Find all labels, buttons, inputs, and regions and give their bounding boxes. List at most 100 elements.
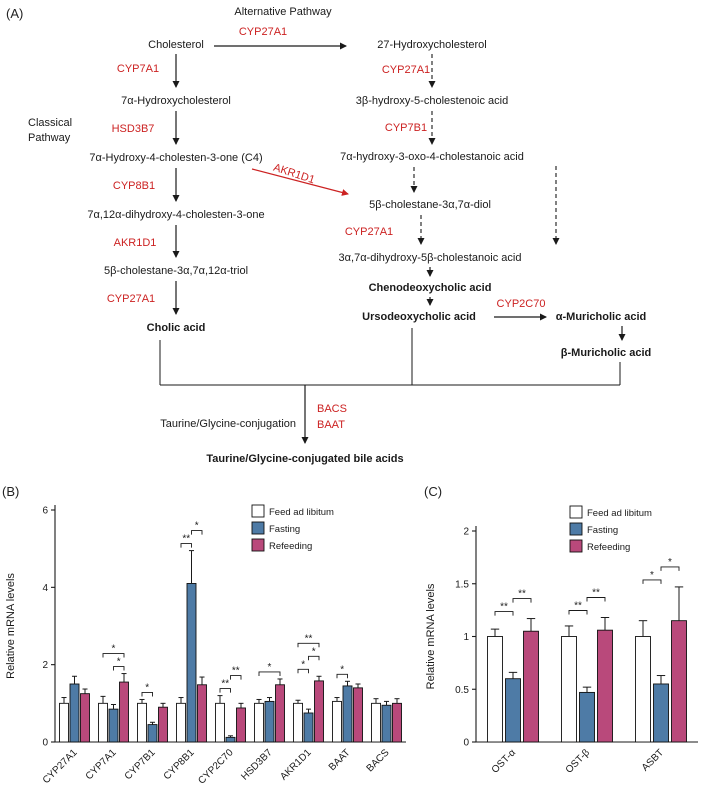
enzyme-cyp7b1: CYP7B1 [384,122,428,134]
significance-bracket [113,666,125,671]
bar-OST-β-Fasting [579,691,595,743]
significance-label: ** [500,602,508,613]
y-tick-label: 0.5 [455,685,469,696]
x-tick-label: CYP7B1 [123,747,158,782]
enzyme-baat: BAAT [317,419,345,431]
legend-swatch-Feed ad libitum [251,504,265,518]
enzyme-cyp2c70: CYP2C70 [496,298,546,310]
metabolite-cholic-acid: Cholic acid [146,322,206,334]
significance-bracket [512,598,532,603]
significance-label: * [312,646,316,657]
metabolite-beta-muricholic-acid: β-Muricholic acid [560,347,652,359]
legend-label-Feed ad libitum: Feed ad libitum [269,507,334,518]
significance-bracket [660,566,680,571]
x-tick-label: CYP8B1 [162,747,197,782]
significance-label: * [195,521,199,532]
panel-a-pathway-diagram: (A) Alternative Pathway Classical Pathwa… [6,6,652,465]
significance-label: * [117,657,121,668]
significance-bracket [336,673,348,679]
significance-label: ** [518,589,526,600]
significance-bracket [219,688,231,693]
significance-bracket [297,642,320,648]
metabolite-cholestane-diol: 5β-cholestane-3α,7α-diol [369,199,491,211]
bar-CYP2C70-Refeeding [236,707,246,743]
x-tick-label: OST-β [564,747,593,776]
metabolite-ursodeoxycholic-acid: Ursodeoxycholic acid [362,311,476,323]
enzyme-cyp27a1-mid: CYP27A1 [344,226,394,238]
y-tick-label: 1.5 [455,579,469,590]
enzyme-akr1d1-left: AKR1D1 [113,237,157,249]
bar-OST-α-Refeeding [523,630,539,743]
bar-CYP8B1-Refeeding [197,684,207,743]
legend-label-Refeeding: Refeeding [587,542,630,553]
significance-label: * [145,682,149,693]
bar-CYP7B1-Feed ad libitum [137,702,147,743]
y-tick-label: 0 [463,738,469,749]
significance-label: ** [305,633,313,644]
bar-CYP7B1-Refeeding [158,706,168,743]
bar-BACS-Feed ad libitum [371,702,381,743]
significance-bracket [230,675,242,680]
x-tick-label: BAAT [327,747,353,773]
significance-bracket [297,668,309,674]
metabolite-dihydroxy-cholestanoic-acid: 3α,7α-dihydroxy-5β-cholestanoic acid [338,252,522,264]
y-axis-title: Relative mRNA levels [425,583,437,689]
bar-CYP7A1-Feed ad libitum [98,702,108,743]
bar-CYP7A1-Refeeding [119,681,129,743]
significance-label: ** [232,666,240,677]
bar-CYP7A1-Fasting [108,708,119,743]
enzyme-cyp8b1: CYP8B1 [112,180,156,192]
legend-label-Feed ad libitum: Feed ad libitum [587,508,652,519]
legend-label-Fasting: Fasting [269,524,300,535]
significance-bracket [102,653,125,658]
y-tick-label: 2 [463,527,469,538]
significance-label: ** [221,679,229,690]
bar-BACS-Refeeding [392,702,402,743]
y-tick-label: 6 [42,506,48,517]
enzyme-cyp27a1-left: CYP27A1 [106,293,156,305]
legend-swatch-Refeeding [251,538,265,552]
significance-label: * [668,557,672,568]
bar-OST-β-Feed ad libitum [561,636,577,743]
bar-CYP8B1-Feed ad libitum [176,702,186,743]
metabolite-27-hydroxycholesterol: 27-Hydroxycholesterol [377,39,487,51]
metabolite-7a-hydroxycholesterol: 7α-Hydroxycholesterol [121,95,231,107]
bar-BACS-Fasting [381,704,392,743]
significance-bracket [141,692,153,697]
legend-swatch-Fasting [569,522,583,536]
significance-bracket [586,597,606,602]
y-tick-label: 2 [42,660,48,671]
metabolite-cholesterol: Cholesterol [148,39,204,51]
conjugation-label: Taurine/Glycine-conjugation [160,418,296,430]
legend-swatch-Refeeding [569,539,583,553]
legend-swatch-Fasting [251,521,265,535]
bar-OST-α-Fasting [505,678,521,743]
x-tick-label: CYP2C70 [196,747,236,787]
significance-label: * [268,662,272,673]
bar-AKR1D1-Fasting [303,712,314,743]
x-tick-label: BACS [365,747,392,774]
pathway-arrows-svg [159,42,626,444]
significance-label: * [340,664,344,675]
legend-swatch-Feed ad libitum [569,505,583,519]
bar-CYP27A1-Refeeding [80,693,90,743]
bar-CYP27A1-Feed ad libitum [59,702,69,743]
y-axis-title: Relative mRNA levels [5,573,17,679]
alternative-pathway-title: Alternative Pathway [234,6,332,18]
bar-CYP2C70-Fasting [225,736,236,743]
legend-label-Fasting: Fasting [587,525,618,536]
significance-bracket [642,579,662,584]
x-tick-label: CYP7A1 [84,747,119,782]
significance-label: * [112,644,116,655]
bar-AKR1D1-Feed ad libitum [293,702,303,743]
significance-label: * [301,659,305,670]
panel-b-label: (B) [2,484,20,499]
significance-bracket [308,655,320,661]
significance-bracket [258,671,281,676]
bar-ASBT-Refeeding [671,620,687,743]
x-tick-label: OST-α [490,747,519,776]
